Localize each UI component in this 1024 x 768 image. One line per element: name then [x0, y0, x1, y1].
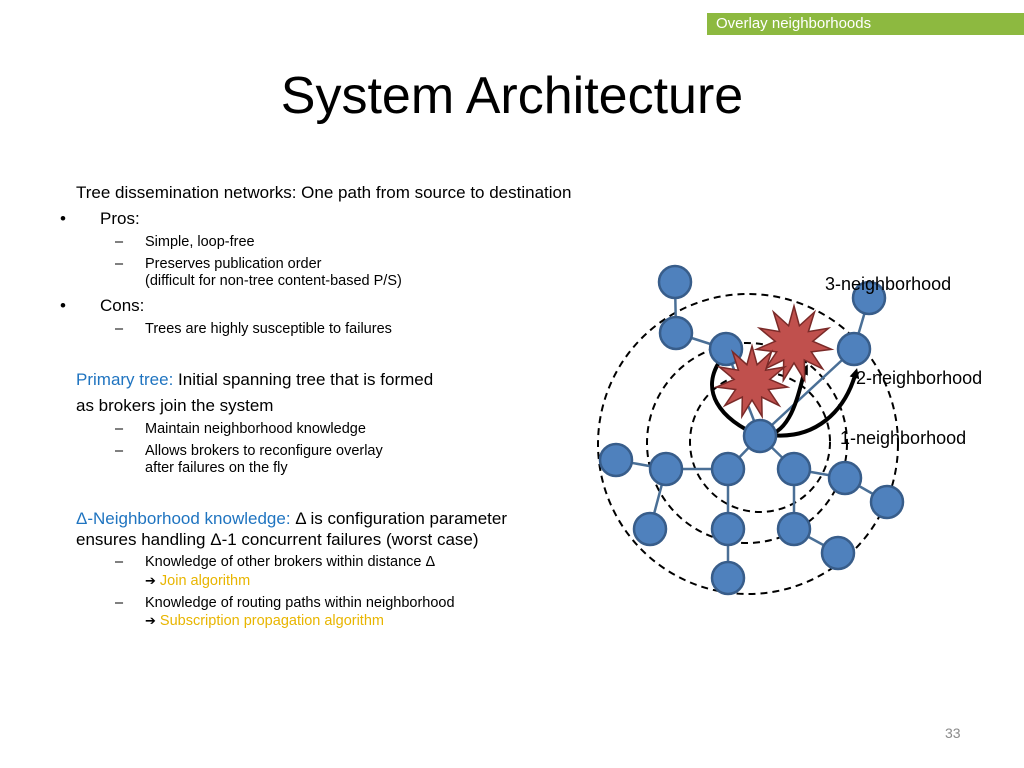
neighborhood-2-circle [646, 342, 848, 544]
label-2-neighborhood: 2-neighborhood [856, 368, 982, 388]
cons-item-1: Trees are highly susceptible to failures [145, 321, 392, 337]
pros-item-2-note: (difficult for non-tree content-based P/… [145, 273, 402, 289]
dash: – [115, 554, 124, 570]
slide-title: System Architecture [280, 67, 744, 125]
intro-text: Tree dissemination networks: One path fr… [76, 183, 572, 202]
broker-node [632, 511, 668, 547]
section-tag: Overlay neighborhoods [707, 13, 1024, 35]
neighborhood-3-circle [597, 293, 899, 595]
primary-tree-text-2: as brokers join the system [76, 396, 274, 415]
delta-item-2: Knowledge of routing paths within neighb… [145, 595, 455, 611]
primary-item-2: Allows brokers to reconfigure overlay [145, 443, 383, 459]
arrow-icon: ➔ [145, 573, 156, 588]
arrow-icon: ➔ [145, 613, 156, 628]
broker-node [851, 280, 887, 316]
broker-node [598, 442, 634, 478]
dash: – [115, 234, 124, 250]
delta-line: Δ-Neighborhood knowledge: Δ is configura… [76, 509, 507, 529]
broker-node [820, 535, 856, 571]
broker-node [710, 451, 746, 487]
label-3-neighborhood: 3-neighborhood [825, 274, 951, 294]
broker-node [658, 315, 694, 351]
dash: – [115, 421, 124, 437]
failure-burst-icon [753, 303, 835, 384]
overlay-link [759, 348, 855, 437]
dash: – [115, 595, 124, 611]
primary-tree-term: Primary tree: [76, 370, 174, 389]
pros-label: Pros: [100, 209, 140, 228]
broker-node [827, 460, 863, 496]
dash: – [115, 443, 124, 459]
primary-item-1: Maintain neighborhood knowledge [145, 421, 366, 437]
broker-node [776, 451, 812, 487]
dash: – [115, 256, 124, 272]
broker-node [742, 418, 778, 454]
broker-node [710, 511, 746, 547]
broker-node [657, 264, 693, 300]
primary-tree-text: Initial spanning tree that is formed [178, 370, 434, 389]
delta-item-1-link-line: ➔Join algorithm [145, 572, 250, 590]
bullet: • [60, 296, 66, 315]
pros-item-1: Simple, loop-free [145, 234, 255, 250]
delta-item-1: Knowledge of other brokers within distan… [145, 554, 436, 570]
failure-burst-icon [713, 343, 791, 420]
broker-node [869, 484, 905, 520]
delta-item-2-link-line: ➔Subscription propagation algorithm [145, 612, 384, 630]
bullet: • [60, 209, 66, 228]
page-number: 33 [945, 725, 961, 741]
primary-item-2-cont: after failures on the fly [145, 460, 288, 476]
broker-node [776, 511, 812, 547]
delta-text: Δ is configuration parameter [295, 509, 507, 528]
broker-node [836, 331, 872, 367]
dash: – [115, 321, 124, 337]
broker-node [648, 451, 684, 487]
subscription-propagation-link: Subscription propagation algorithm [159, 613, 384, 629]
reroute-arrow [769, 368, 860, 438]
delta-text-2: ensures handling Δ-1 concurrent failures… [76, 530, 479, 549]
pros-item-2: Preserves publication order [145, 256, 322, 272]
delta-term: Δ-Neighborhood knowledge: [76, 509, 291, 528]
join-algorithm-link: Join algorithm [159, 573, 251, 589]
primary-tree-line: Primary tree: Initial spanning tree that… [76, 370, 433, 390]
label-1-neighborhood: 1-neighborhood [840, 428, 966, 448]
broker-node [710, 560, 746, 596]
cons-label: Cons: [100, 296, 145, 315]
